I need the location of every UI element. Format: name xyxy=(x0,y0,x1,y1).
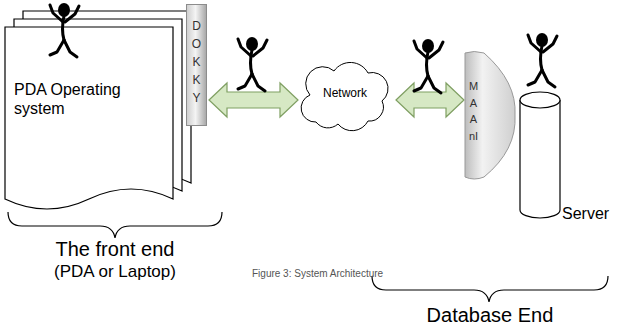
bracket-label-box: Database End xyxy=(380,304,600,327)
database-cylinder: Server xyxy=(518,88,614,230)
bracket-label: The front end xyxy=(56,238,175,260)
figure-caption: Figure 3: System Architecture xyxy=(252,268,383,279)
bracket-label-box: The front end xyxy=(5,238,225,261)
brace xyxy=(372,276,608,302)
stick-figure xyxy=(50,3,79,57)
brace xyxy=(8,212,222,238)
stick-figure xyxy=(528,33,557,87)
node-label: Server xyxy=(562,204,614,223)
cylinder-body xyxy=(520,100,560,218)
vertical-bar: DOKKY xyxy=(186,4,207,126)
cylinder-top xyxy=(520,92,560,108)
bracket-label: (PDA or Laptop) xyxy=(54,262,176,281)
bracket-label-box: (PDA or Laptop) xyxy=(5,262,225,282)
page-outline xyxy=(5,27,173,209)
stick-figure xyxy=(414,39,443,93)
node-label: PDA Operating system xyxy=(14,80,164,118)
cloud-outline xyxy=(301,62,388,130)
lens-bar: MAAnI xyxy=(462,50,518,180)
caption-box: Figure 3: System Architecture xyxy=(252,268,383,279)
bracket-label: Database End xyxy=(427,304,554,326)
lens-outline xyxy=(465,52,515,180)
double-arrow xyxy=(209,83,298,117)
page-stack: PDA Operating system xyxy=(4,10,194,215)
cloud: Network xyxy=(296,50,394,136)
stick-figure xyxy=(238,37,267,91)
vertical-label: DOKKY xyxy=(191,17,203,107)
vertical-label: MAAnI xyxy=(468,78,479,144)
node-label: Network xyxy=(323,86,367,100)
double-arrow xyxy=(396,83,464,117)
